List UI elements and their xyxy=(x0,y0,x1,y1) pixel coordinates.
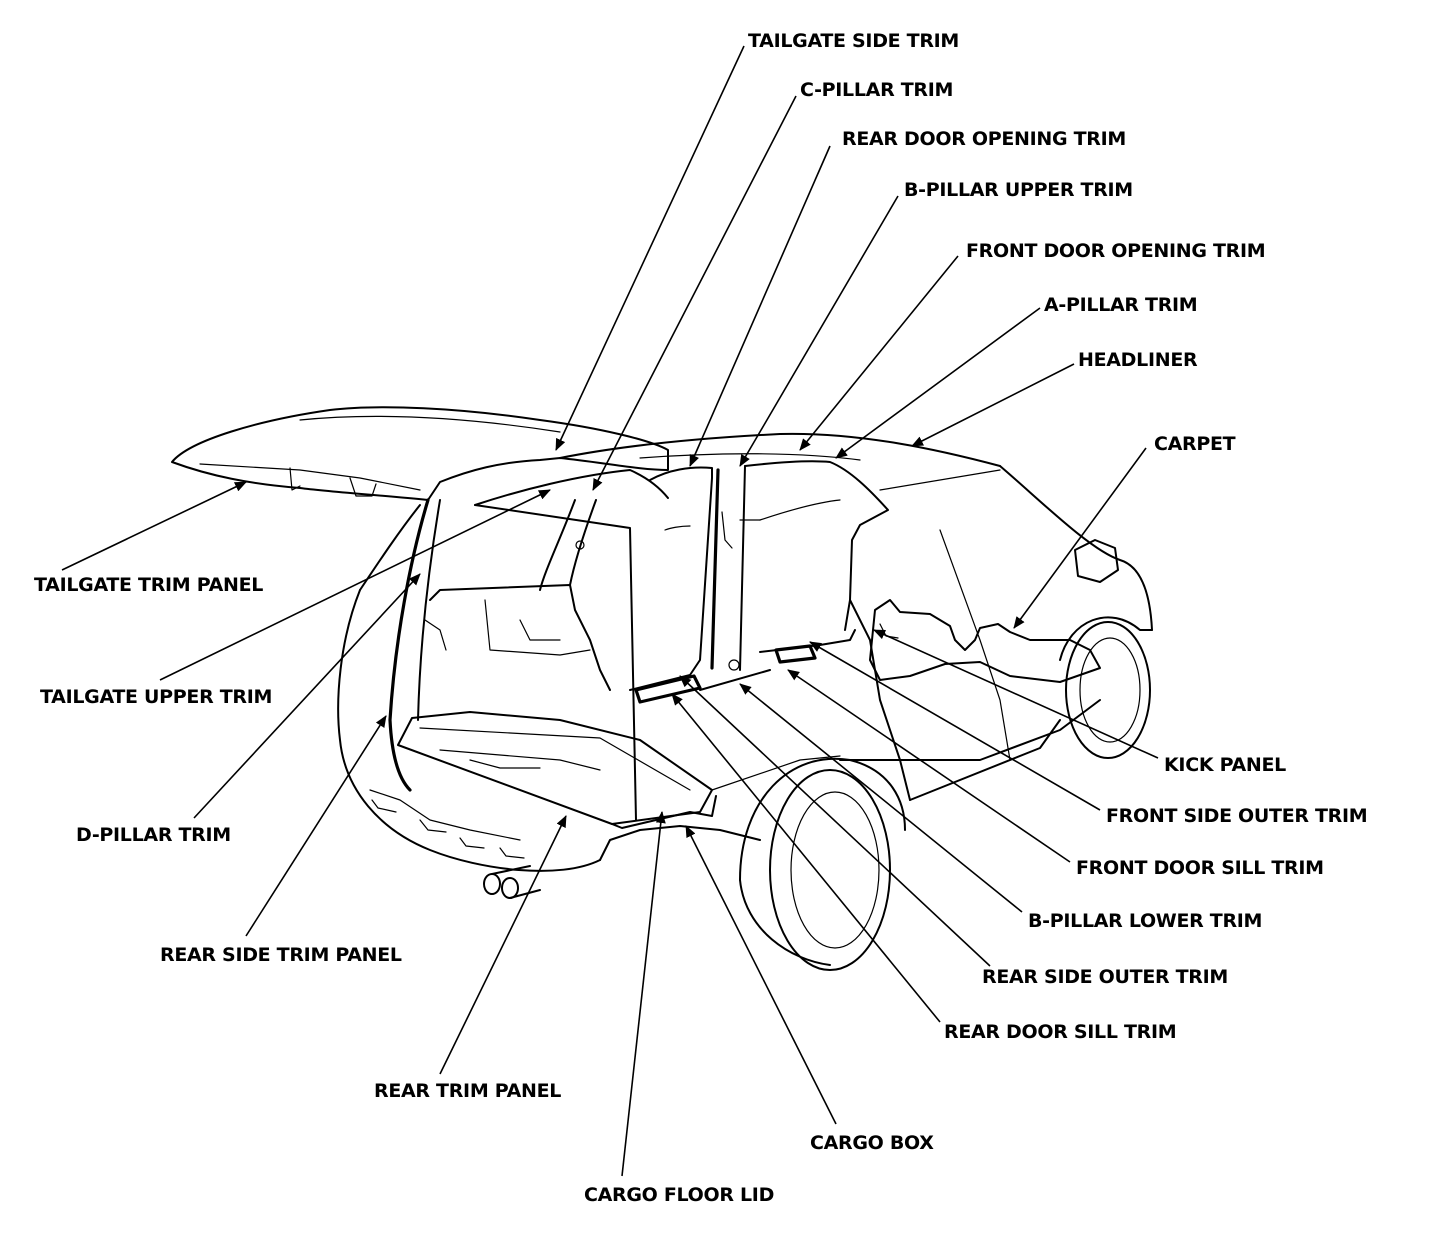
label-b-pillar-upper-trim: B-PILLAR UPPER TRIM xyxy=(904,179,1133,201)
leader-kick-panel xyxy=(873,629,1159,759)
leader-front-door-opening-trim xyxy=(799,255,959,451)
leader-b-pillar-upper-trim xyxy=(739,195,899,467)
label-rear-side-outer-trim: REAR SIDE OUTER TRIM xyxy=(982,966,1229,988)
label-front-side-outer-trim: FRONT SIDE OUTER TRIM xyxy=(1106,805,1368,827)
label-kick-panel: KICK PANEL xyxy=(1164,754,1286,776)
leader-headliner xyxy=(911,363,1075,447)
label-cargo-box: CARGO BOX xyxy=(810,1132,934,1154)
label-c-pillar-trim: C-PILLAR TRIM xyxy=(800,79,954,101)
leader-rear-side-trim-panel xyxy=(245,715,387,937)
leader-cargo-box xyxy=(685,825,837,1125)
label-tailgate-trim-panel: TAILGATE TRIM PANEL xyxy=(34,574,264,596)
leader-b-pillar-lower-trim xyxy=(739,683,1023,913)
rear-door-opening xyxy=(629,466,713,691)
leader-rear-door-sill-trim xyxy=(671,693,941,1023)
leader-d-pillar-trim xyxy=(193,573,421,819)
front-door-opening xyxy=(744,460,889,631)
rear-opening-frame xyxy=(388,498,430,792)
label-front-door-opening-trim: FRONT DOOR OPENING TRIM xyxy=(966,240,1266,262)
cargo-floor xyxy=(397,711,713,825)
leader-rear-side-outer-trim xyxy=(679,675,991,967)
leader-tailgate-side-trim xyxy=(555,45,745,451)
leader-front-side-outer-trim xyxy=(809,641,1101,811)
leader-carpet xyxy=(1013,447,1147,629)
tailgate-shape xyxy=(171,406,669,501)
label-rear-door-opening-trim: REAR DOOR OPENING TRIM xyxy=(842,128,1126,150)
label-tailgate-upper-trim: TAILGATE UPPER TRIM xyxy=(40,686,273,708)
label-front-door-sill-trim: FRONT DOOR SILL TRIM xyxy=(1076,857,1324,879)
label-rear-door-sill-trim: REAR DOOR SILL TRIM xyxy=(944,1021,1177,1043)
leader-cargo-floor-lid xyxy=(621,811,666,1177)
label-a-pillar-trim: A-PILLAR TRIM xyxy=(1044,294,1198,316)
leader-lines xyxy=(61,45,1159,1177)
leader-c-pillar-trim xyxy=(592,95,797,491)
roof-shape xyxy=(559,432,1001,467)
leader-rear-trim-panel xyxy=(439,815,567,1075)
label-d-pillar-trim: D-PILLAR TRIM xyxy=(76,824,231,846)
label-tailgate-side-trim: TAILGATE SIDE TRIM xyxy=(748,30,960,52)
label-b-pillar-lower-trim: B-PILLAR LOWER TRIM xyxy=(1028,910,1263,932)
leader-front-door-sill-trim xyxy=(787,669,1071,863)
label-cargo-floor-lid: CARGO FLOOR LID xyxy=(584,1184,775,1206)
leader-a-pillar-trim xyxy=(835,307,1041,459)
label-carpet: CARPET xyxy=(1154,433,1236,455)
leader-tailgate-trim-panel xyxy=(61,481,247,571)
label-headliner: HEADLINER xyxy=(1078,349,1198,371)
carpet-shape xyxy=(869,599,1101,683)
label-rear-trim-panel: REAR TRIM PANEL xyxy=(374,1080,562,1102)
leader-tailgate-upper-trim xyxy=(159,489,551,681)
label-rear-side-trim-panel: REAR SIDE TRIM PANEL xyxy=(160,944,402,966)
leader-rear-door-opening-trim xyxy=(689,145,831,467)
